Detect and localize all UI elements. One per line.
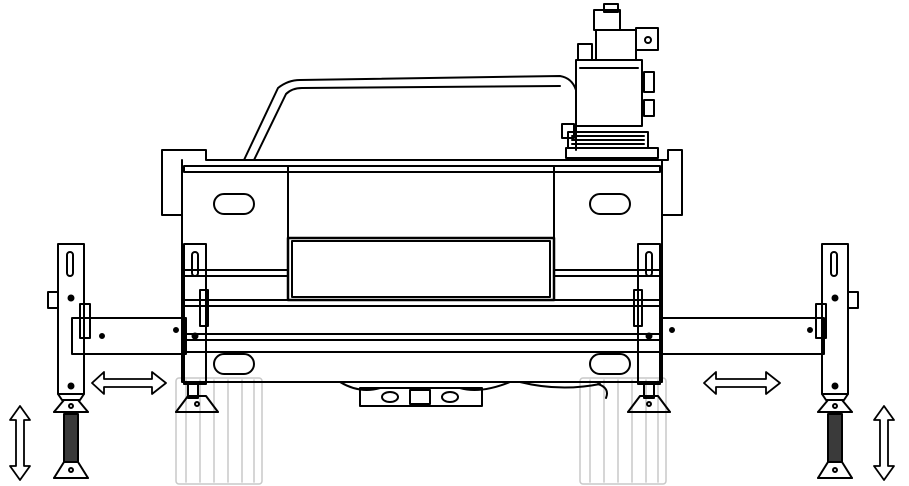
left-vertical-double-arrow [9, 405, 31, 481]
left-outrigger-beam [71, 317, 187, 355]
rear-bumper [181, 333, 663, 383]
outer-jack-right [815, 243, 859, 479]
right-outrigger-beam [659, 317, 825, 355]
left-tail-light [213, 193, 255, 215]
inner-jack-right [627, 243, 671, 413]
hitch-receiver [339, 381, 608, 407]
outer-jack-left [47, 243, 91, 479]
left-wheels [175, 377, 263, 485]
crane-assembly [561, 3, 659, 159]
right-horizontal-double-arrow [703, 371, 781, 395]
wheel-ghosts [175, 377, 667, 485]
right-jack-cylinder [827, 413, 843, 463]
left-jack-cylinder [63, 413, 79, 463]
right-vertical-double-arrow [873, 405, 895, 481]
motion-arrows [9, 371, 895, 481]
truck-body [161, 149, 683, 341]
right-tail-light [589, 193, 631, 215]
left-horizontal-double-arrow [91, 371, 167, 395]
inner-jack-left [175, 243, 219, 413]
cab-outline [243, 75, 577, 161]
